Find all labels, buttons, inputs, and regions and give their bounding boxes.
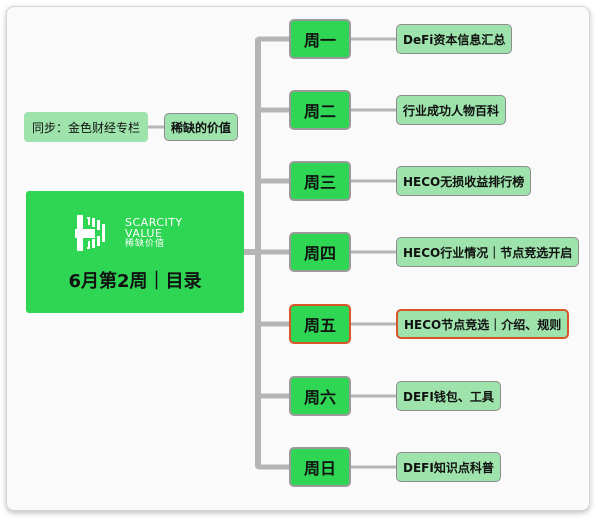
- topic-node-fri[interactable]: HECO节点竞选｜介绍、规则: [396, 309, 570, 339]
- week-node-sun[interactable]: 周日: [289, 447, 351, 487]
- side-topic-value[interactable]: 稀缺的价值: [164, 113, 239, 141]
- central-topic[interactable]: SCARCITY VALUE 稀缺价值 6月第2周｜目录: [26, 191, 244, 313]
- topic-node-tue[interactable]: 行业成功人物百科: [396, 95, 507, 125]
- logo-wordmark: SCARCITY VALUE 稀缺价值: [125, 217, 183, 250]
- week-node-wed[interactable]: 周三: [289, 161, 351, 201]
- side-note-source[interactable]: 同步：金色财经专栏: [24, 112, 149, 142]
- logo-line-1: SCARCITY: [125, 216, 183, 229]
- topic-node-sat[interactable]: DEFI钱包、工具: [396, 381, 501, 411]
- logo-line-3: 稀缺价值: [125, 239, 166, 249]
- week-node-thu[interactable]: 周四: [289, 232, 351, 272]
- scarcity-value-logo: SCARCITY VALUE 稀缺价值: [75, 213, 195, 253]
- week-node-mon[interactable]: 周一: [289, 19, 351, 59]
- topic-node-wed[interactable]: HECO无损收益排行榜: [396, 166, 532, 196]
- topic-node-mon[interactable]: DeFi资本信息汇总: [396, 24, 513, 54]
- week-node-sat[interactable]: 周六: [289, 376, 351, 416]
- logo-mark-icon: [75, 215, 105, 251]
- logo-line-2: VALUE: [125, 227, 163, 240]
- topic-node-sun[interactable]: DEFI知识点科普: [396, 452, 501, 482]
- central-title: 6月第2周｜目录: [68, 271, 202, 292]
- week-node-tue[interactable]: 周二: [289, 90, 351, 130]
- week-node-fri[interactable]: 周五: [289, 304, 351, 344]
- topic-node-thu[interactable]: HECO行业情况｜节点竞选开启: [396, 237, 580, 267]
